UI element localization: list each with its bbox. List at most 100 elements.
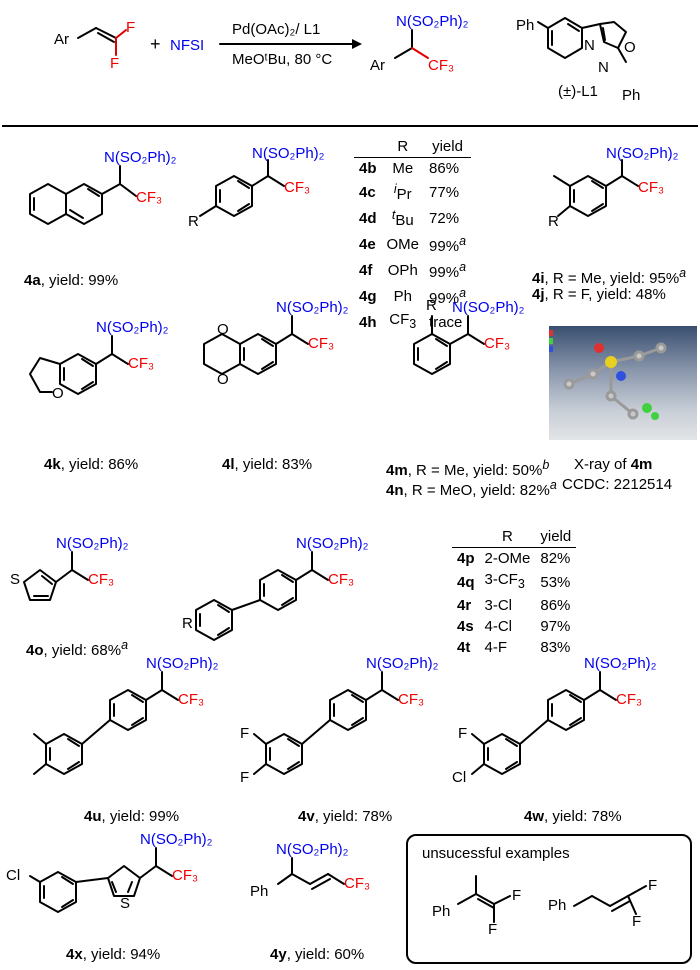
table-header xyxy=(354,136,382,158)
4w-sulfonimide: N(SO₂Ph)₂ xyxy=(584,655,657,672)
structure-4y xyxy=(277,857,345,890)
caption-4m: 4m, R = Me, yield: 50%b xyxy=(386,458,550,479)
catalyst-conditions: Pd(OAc)₂/ L1 xyxy=(232,21,321,38)
4l-sulfonimide: N(SO₂Ph)₂ xyxy=(276,299,349,316)
4k-sulfonimide: N(SO₂Ph)₂ xyxy=(96,319,169,336)
ligand-oxazoline-o: O xyxy=(624,39,636,56)
caption-4n: 4n, R = MeO, yield: 82%a xyxy=(386,478,557,499)
unsuccessful-structures xyxy=(457,875,647,923)
table-header-row: R yield xyxy=(452,526,577,548)
ligand-pyridine-n: N xyxy=(584,37,595,54)
4m-sulfonimide: N(SO₂Ph)₂ xyxy=(452,299,525,316)
caption-xray: X-ray of 4m xyxy=(574,456,653,473)
4a-cf3: CF₃ xyxy=(136,189,163,206)
fluorine-label-1: F xyxy=(126,19,136,36)
caption-4v: 4v, yield: 78% xyxy=(298,808,393,825)
unsuccessful-fluorine-3: F xyxy=(648,877,658,894)
product-cf3: CF₃ xyxy=(428,57,455,74)
4y-cf3: CF₃ xyxy=(344,875,371,892)
4m-cf3: CF₃ xyxy=(484,335,511,352)
4x-cf3: CF₃ xyxy=(172,867,199,884)
4i-r-group: R xyxy=(548,213,559,230)
ligand-phenyl-2: Ph xyxy=(622,87,641,104)
caption-4k: 4k, yield: 86% xyxy=(44,456,139,473)
4l-oxygen-2: O xyxy=(217,371,229,388)
ligand-l1-structure xyxy=(537,17,627,63)
4b-r-group: R xyxy=(188,213,199,230)
ligand-label: (±)-L1 xyxy=(558,83,598,100)
4b-cf3: CF₃ xyxy=(284,179,311,196)
caption-4i: 4i, R = Me, yield: 95%a xyxy=(532,266,687,287)
4k-cf3: CF₃ xyxy=(128,355,155,372)
structure-4a xyxy=(29,165,137,225)
table-header: yield xyxy=(424,136,472,158)
structure-4v xyxy=(253,671,399,775)
4p-cf3: CF₃ xyxy=(328,571,355,588)
structure-4w xyxy=(471,671,617,775)
4v-fluorine-2: F xyxy=(240,769,250,786)
table-header: yield xyxy=(535,526,577,548)
caption-4a: 4a, yield: 99% xyxy=(24,272,119,289)
4v-sulfonimide: N(SO₂Ph)₂ xyxy=(366,655,439,672)
table-header-row: R yield xyxy=(354,136,472,158)
unsuccessful-phenyl-2: Ph xyxy=(548,897,567,914)
caption-4x: 4x, yield: 94% xyxy=(66,946,161,963)
4p-r-group: R xyxy=(182,615,193,632)
caption-4o: 4o, yield: 68%a xyxy=(26,638,129,659)
unsuccessful-fluorine-2: F xyxy=(488,921,498,938)
aryl-label: Ar xyxy=(54,31,69,48)
4o-sulfonimide: N(SO₂Ph)₂ xyxy=(56,535,129,552)
unsuccessful-fluorine-1: F xyxy=(512,887,522,904)
4k-oxygen: O xyxy=(52,385,64,402)
caption-4l: 4l, yield: 83% xyxy=(222,456,313,473)
4w-fluorine: F xyxy=(458,725,468,742)
table-header: R xyxy=(381,136,425,158)
4i-cf3: CF₃ xyxy=(638,179,665,196)
4w-chlorine: Cl xyxy=(452,769,467,786)
4m-r-group: R xyxy=(426,297,437,314)
structure-4x xyxy=(29,847,173,913)
structure-4m-4n xyxy=(413,315,485,375)
caption-4j: 4j, R = F, yield: 48% xyxy=(532,286,666,303)
xray-structure-image xyxy=(549,326,697,440)
4l-cf3: CF₃ xyxy=(308,335,335,352)
4x-chlorine: Cl xyxy=(6,867,21,884)
4v-fluorine-1: F xyxy=(240,725,250,742)
4o-cf3: CF₃ xyxy=(88,571,115,588)
product-aryl: Ar xyxy=(370,57,385,74)
reaction-arrow xyxy=(219,39,362,49)
4u-cf3: CF₃ xyxy=(178,691,205,708)
caption-4u: 4u, yield: 99% xyxy=(84,808,180,825)
ligand-phenyl-1: Ph xyxy=(516,17,535,34)
structure-4o xyxy=(23,551,89,601)
table-header xyxy=(452,526,480,548)
4x-sulfonimide: N(SO₂Ph)₂ xyxy=(140,831,213,848)
table-header: R xyxy=(479,526,536,548)
4y-sulfonimide: N(SO₂Ph)₂ xyxy=(276,841,349,858)
caption-4y: 4y, yield: 60% xyxy=(270,946,365,963)
4y-phenyl: Ph xyxy=(250,883,269,900)
structure-4p-4t xyxy=(195,551,329,641)
plus-sign: + xyxy=(150,34,161,54)
4b-sulfonimide: N(SO₂Ph)₂ xyxy=(252,145,325,162)
4o-sulfur: S xyxy=(10,571,21,588)
xray-molecule-icon xyxy=(549,330,667,420)
nfsi-reagent: NFSI xyxy=(170,37,205,54)
structure-4l xyxy=(203,315,309,375)
4v-cf3: CF₃ xyxy=(398,691,425,708)
ligand-oxazoline-n: N xyxy=(598,59,609,76)
structure-4k xyxy=(29,335,129,395)
4p-sulfonimide: N(SO₂Ph)₂ xyxy=(296,535,369,552)
